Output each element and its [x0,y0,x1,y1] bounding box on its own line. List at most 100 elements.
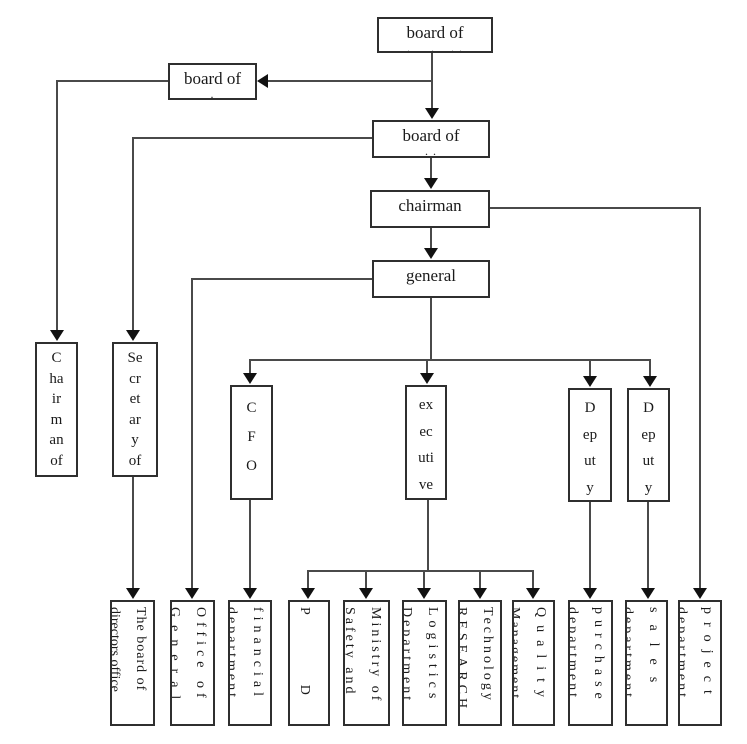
connector-dist1-executive [426,359,428,375]
arrowhead-into-general [424,248,438,259]
node-label: board of [402,126,460,145]
arrowhead-into-purchase [583,588,597,599]
node-sub-clipped-text: . [210,89,215,98]
dept-line1: Ministry of [368,607,383,704]
rotated-text: The board of directors office [112,602,153,724]
node-sub-clipped-text: . . . . [407,43,463,52]
connector-secretary-down [132,477,134,589]
dept-line1: Office of [193,607,208,703]
arrowhead-into-quality [526,588,540,599]
node-chairman-of: C ha ir m an of [35,342,78,477]
connector-dist1-deputy2 [649,359,651,378]
node-label: board of [183,69,242,88]
connector-top-to-boardleft [268,80,433,82]
dept-line1: sales [646,607,661,695]
node-cfo: C F O [230,385,273,500]
rotated-text: financial department [228,602,270,724]
connector-boardmid-to-chairman [430,158,432,180]
connector-dist2-quality [532,570,534,589]
connector-dist1-cfo [249,359,251,375]
node-board-of-mid: board of . . [372,120,490,158]
rotated-text: Technology RESEARCH [458,602,500,724]
dept-line1: project [700,607,715,702]
node-chairman: chairman [370,190,490,228]
connector-chairman-right [490,207,701,209]
connector-dist2-pd [307,570,309,589]
dept-project: project department [678,600,722,726]
node-label: board of [406,23,464,42]
node-label: Se cr et ar y of [127,350,143,469]
node-board-of-top: board of . . . . [377,17,493,53]
dept-line2: department [228,607,239,700]
arrowhead-into-officegeneral [185,588,199,599]
connector-general-to-officegeneral [191,278,193,589]
dept-line1: Logistics [425,607,440,704]
dept-line2: department [678,607,689,700]
connector-executive-distribution [307,570,534,572]
connector-general-down [430,298,432,360]
connector-deputy2-down [647,502,649,589]
arrowhead-into-ministry [359,588,373,599]
arrowhead-into-executive [420,373,434,384]
dept-logistics: Logistics Department [402,600,447,726]
dept-board-directors-office: The board of directors office [110,600,155,726]
arrowhead-left-into-boardleft [257,74,268,88]
node-general: general [372,260,490,298]
connector-chairman-to-project [699,207,701,589]
arrowhead-into-chairman [424,178,438,189]
dept-line2: department [625,607,635,700]
node-label: D ep ut y [641,400,656,496]
connector-dist2-technology [479,570,481,589]
dept-line2: RESEARCH [458,607,469,713]
dept-sales: sales department [625,600,668,726]
arrowhead-into-cfo [243,373,257,384]
arrowhead-into-sales [641,588,655,599]
connector-executive-down [427,500,429,571]
connector-deputy1-down [589,502,591,589]
dept-p-d: P D [288,600,330,726]
node-label: C ha ir m an of [49,350,64,469]
arrowhead-into-chairmanof [50,330,64,341]
arrowhead-into-technology [473,588,487,599]
arrowhead-into-boardoffice [126,588,140,599]
node-label: C F O [246,400,257,474]
dept-line1: financial [250,607,265,701]
connector-general-left [191,278,373,280]
arrowhead-into-deputy1 [583,376,597,387]
node-deputy-1: D ep ut y [568,388,612,502]
dept-line2: Department [402,607,414,704]
rotated-text: P D [290,602,319,724]
connector-cfo-down [249,500,251,589]
node-label: D ep ut y [582,400,598,496]
connector-boardmid-left-down [132,137,134,331]
rotated-text: Ministry of Safety and [345,602,388,724]
node-label: ex ec uti ve [418,397,434,493]
dept-quality-management: Quality Management [512,600,555,726]
node-label: general [405,266,457,285]
dept-office-of-general: Office of General [170,600,215,726]
dept-line1: purchase [591,607,606,705]
rotated-text: Logistics Department [402,602,445,724]
rotated-text: Quality Management [512,602,553,724]
dept-line2: department [568,607,580,700]
connector-boardleft-down [56,80,58,331]
dept-technology-research: Technology RESEARCH [458,600,502,726]
connector-boardmid-out [132,137,372,139]
connector-dist2-logistics [423,570,425,589]
rotated-text: project department [678,602,720,724]
arrowhead-into-financial [243,588,257,599]
arrowhead-into-logistics [417,588,431,599]
dept-line1: Quality [533,607,548,705]
node-deputy-2: D ep ut y [627,388,670,502]
dept-purchase: purchase department [568,600,613,726]
arrowhead-into-deputy2 [643,376,657,387]
rotated-text: Office of General [170,602,213,724]
node-label: chairman [398,196,462,215]
arrowhead-into-project [693,588,707,599]
arrowhead-into-secretaryof [126,330,140,341]
dept-ministry-of-safety: Ministry of Safety and [343,600,390,726]
dept-line1: The board of [133,607,148,692]
dept-line2: General [170,607,182,708]
dept-line2: Management [512,607,522,701]
